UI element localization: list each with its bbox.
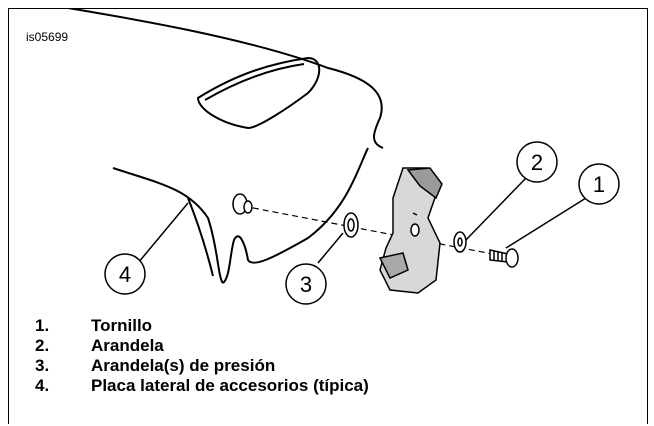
callout-4-label: 4 (119, 262, 131, 287)
callout-3-label: 3 (300, 272, 312, 297)
legend-label: Arandela(s) de presión (91, 356, 276, 375)
legend-item: 3. Arandela(s) de presión (35, 356, 275, 376)
legend-item: 2. Arandela (35, 336, 164, 356)
legend-label: Tornillo (91, 316, 153, 335)
grommet (232, 193, 253, 215)
screw (489, 248, 519, 268)
mounting-bracket (378, 167, 443, 294)
callout-3: 3 (285, 263, 327, 305)
figure-frame (8, 8, 648, 424)
flat-washer (453, 231, 467, 253)
figure-id: is05699 (26, 30, 69, 44)
legend-label: Arandela (91, 336, 164, 355)
lock-washer (343, 212, 359, 238)
callout-2: 2 (516, 141, 558, 183)
callout-1-label: 1 (593, 172, 605, 197)
callout-1: 1 (578, 163, 620, 205)
legend-item: 4. Placa lateral de accesorios (típica) (35, 376, 369, 396)
exploded-view-drawing: 1 2 3 4 (67, 8, 620, 305)
legend-label: Placa lateral de accesorios (típica) (91, 376, 369, 395)
side-plate (67, 8, 384, 284)
legend-number: 2. (35, 336, 50, 355)
callout-2-label: 2 (531, 150, 543, 175)
callout-4: 4 (104, 253, 146, 295)
leader-lines (137, 177, 587, 264)
legend-item: 1. Tornillo (35, 316, 152, 336)
legend-number: 1. (35, 316, 50, 335)
legend-number: 3. (35, 356, 50, 375)
legend-number: 4. (35, 376, 50, 395)
